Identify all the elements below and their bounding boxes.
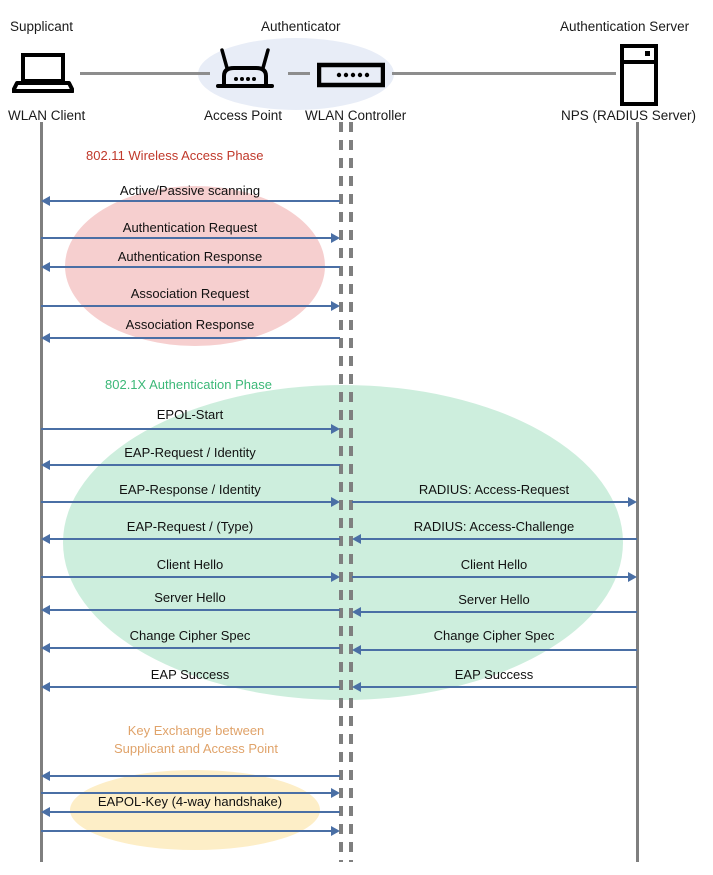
arrow-head-icon — [41, 771, 50, 781]
message-arrow — [41, 501, 331, 503]
actor-role-supplicant: Supplicant — [10, 19, 74, 34]
actor-device-nps-radius-server: NPS (RADIUS Server) — [561, 108, 697, 123]
arrow-head-icon — [628, 572, 637, 582]
arrow-head-icon — [331, 572, 340, 582]
arrow-head-icon — [41, 534, 50, 544]
message-label: RADIUS: Access-Challenge — [413, 519, 575, 534]
access-point-icon — [214, 48, 276, 94]
message-arrow — [361, 611, 637, 613]
message-arrow — [50, 538, 340, 540]
message-label: Authentication Response — [117, 249, 263, 264]
message-label: EAP-Request / Identity — [124, 445, 256, 460]
arrow-head-icon — [41, 682, 50, 692]
actor-device-wlan-client: WLAN Client — [8, 108, 86, 123]
arrow-head-icon — [331, 424, 340, 434]
wlan-controller-icon — [316, 62, 386, 88]
wire-ap-to-controller — [288, 72, 310, 75]
lifeline-authentication-server — [636, 122, 639, 862]
message-arrow — [361, 649, 637, 651]
message-arrow — [50, 775, 340, 777]
message-arrow — [352, 501, 628, 503]
message-arrow — [50, 464, 340, 466]
message-label: Change Cipher Spec — [433, 628, 555, 643]
arrow-head-icon — [331, 826, 340, 836]
message-arrow — [41, 237, 331, 239]
message-label: Client Hello — [156, 557, 224, 572]
message-label: EAPOL-Key (4-way handshake) — [97, 794, 283, 809]
message-label: RADIUS: Access-Request — [418, 482, 570, 497]
message-arrow — [50, 200, 340, 202]
wire-client-to-ap — [80, 72, 210, 75]
message-label: EAP Success — [454, 667, 534, 682]
message-arrow — [361, 686, 637, 688]
actor-role-authentication-server: Authentication Server — [560, 19, 690, 34]
message-label: Association Request — [130, 286, 250, 301]
arrow-head-icon — [352, 645, 361, 655]
actor-device-wlan-controller: WLAN Controller — [305, 108, 407, 123]
message-label: EPOL-Start — [156, 407, 224, 422]
arrow-head-icon — [41, 196, 50, 206]
lifeline-supplicant — [40, 122, 43, 862]
arrow-head-icon — [41, 262, 50, 272]
message-label: EAP-Request / (Type) — [126, 519, 254, 534]
message-arrow — [50, 337, 340, 339]
lifeline-authenticator-right — [349, 122, 353, 862]
message-arrow — [41, 792, 331, 794]
arrow-head-icon — [352, 682, 361, 692]
wire-controller-to-server — [392, 72, 616, 75]
arrow-head-icon — [41, 460, 50, 470]
message-label: Active/Passive scanning — [119, 183, 261, 198]
message-arrow — [50, 686, 340, 688]
message-arrow — [50, 266, 340, 268]
message-arrow — [41, 830, 331, 832]
message-label: Client Hello — [460, 557, 528, 572]
lifeline-authenticator-left — [339, 122, 343, 862]
arrow-head-icon — [331, 301, 340, 311]
phase-802-1x-label: 802.1X Authentication Phase — [105, 377, 272, 392]
arrow-head-icon — [41, 605, 50, 615]
message-arrow — [50, 811, 340, 813]
laptop-icon — [11, 53, 75, 93]
actor-device-access-point: Access Point — [204, 108, 283, 123]
message-arrow — [50, 609, 340, 611]
message-label: EAP Success — [150, 667, 230, 682]
message-arrow — [361, 538, 637, 540]
message-arrow — [41, 576, 331, 578]
message-arrow — [41, 428, 331, 430]
message-arrow — [352, 576, 628, 578]
phase-key-exchange-blob — [70, 770, 320, 850]
arrow-head-icon — [331, 497, 340, 507]
server-icon — [620, 44, 658, 106]
arrow-head-icon — [352, 534, 361, 544]
phase-key-exchange-label-line2: Supplicant and Access Point — [113, 741, 279, 756]
arrow-head-icon — [41, 807, 50, 817]
arrow-head-icon — [331, 788, 340, 798]
phase-key-exchange-label-line1: Key Exchange between — [127, 723, 265, 738]
message-label: Server Hello — [154, 590, 226, 605]
message-label: Server Hello — [458, 592, 530, 607]
phase-802-1x-blob — [63, 385, 623, 700]
arrow-head-icon — [331, 233, 340, 243]
arrow-head-icon — [628, 497, 637, 507]
message-arrow — [41, 305, 331, 307]
arrow-head-icon — [352, 607, 361, 617]
message-label: Association Response — [125, 317, 255, 332]
message-label: Authentication Request — [122, 220, 258, 235]
message-label: Change Cipher Spec — [129, 628, 251, 643]
message-arrow — [50, 647, 340, 649]
actor-role-authenticator: Authenticator — [261, 19, 341, 34]
arrow-head-icon — [41, 643, 50, 653]
phase-802-11-label: 802.11 Wireless Access Phase — [86, 148, 264, 163]
arrow-head-icon — [41, 333, 50, 343]
message-label: EAP-Response / Identity — [119, 482, 261, 497]
